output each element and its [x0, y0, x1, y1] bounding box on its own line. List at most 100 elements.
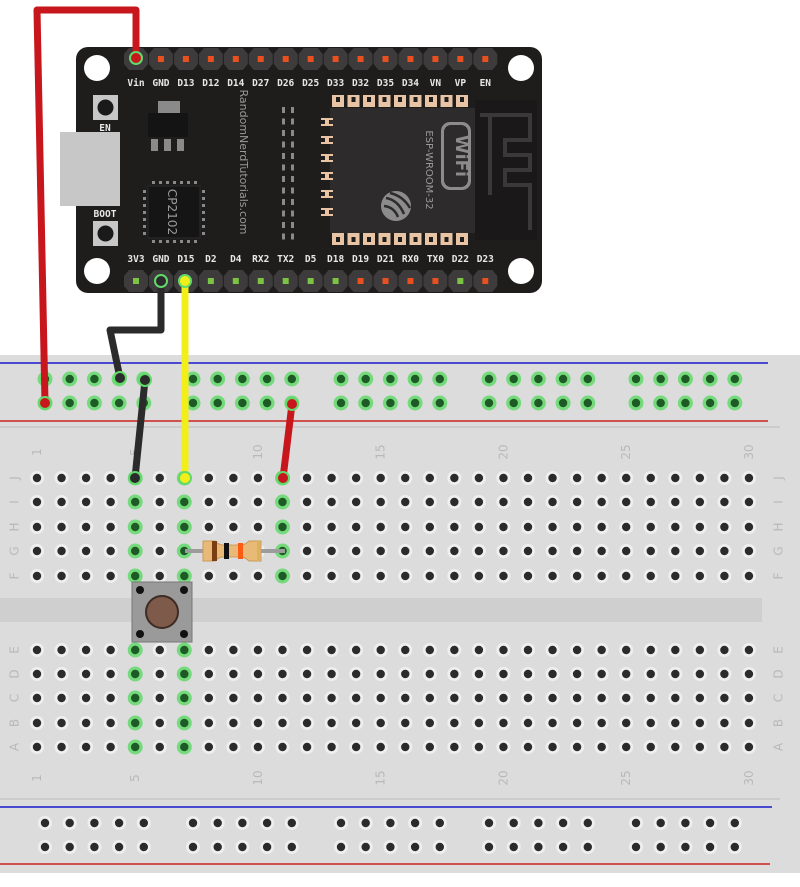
breadboard-hole[interactable] [349, 569, 364, 583]
breadboard-hole[interactable] [471, 569, 486, 583]
power-rail-hole[interactable] [407, 371, 423, 387]
breadboard-hole[interactable] [692, 643, 707, 657]
breadboard-hole[interactable] [545, 471, 560, 485]
power-rail-hole[interactable] [112, 816, 127, 830]
breadboard-hole[interactable] [30, 643, 44, 657]
breadboard-hole[interactable] [373, 544, 388, 558]
breadboard-hole[interactable] [692, 569, 707, 583]
breadboard-hole[interactable] [226, 569, 241, 583]
breadboard-hole[interactable] [373, 667, 388, 681]
pin-d35[interactable] [373, 48, 398, 70]
breadboard-hole[interactable] [521, 520, 535, 534]
breadboard-hole[interactable] [496, 691, 511, 705]
breadboard-hole[interactable] [152, 520, 167, 534]
power-rail-hole[interactable] [260, 840, 275, 854]
pin-d25[interactable] [298, 48, 323, 70]
breadboard-hole[interactable] [496, 471, 511, 485]
breadboard-hole[interactable] [300, 471, 315, 485]
breadboard-hole[interactable] [300, 740, 315, 754]
breadboard-hole[interactable] [643, 740, 658, 754]
breadboard-hole[interactable] [496, 740, 511, 754]
breadboard-hole[interactable] [717, 691, 732, 705]
breadboard-hole[interactable] [668, 495, 683, 509]
breadboard-hole[interactable] [545, 520, 560, 534]
breadboard-hole[interactable] [692, 495, 707, 509]
breadboard-hole[interactable] [422, 643, 437, 657]
breadboard-hole[interactable] [250, 716, 265, 730]
breadboard-hole[interactable] [521, 643, 535, 657]
breadboard-hole[interactable] [226, 471, 241, 485]
breadboard-hole[interactable] [471, 691, 486, 705]
breadboard-hole[interactable] [226, 740, 241, 754]
breadboard-hole[interactable] [422, 544, 437, 558]
power-rail-hole[interactable] [358, 840, 373, 854]
pin-d5[interactable] [298, 270, 323, 292]
breadboard-hole[interactable] [668, 471, 683, 485]
breadboard-hole[interactable] [103, 544, 118, 558]
power-rail-hole[interactable] [481, 371, 497, 387]
breadboard-hole[interactable] [250, 691, 265, 705]
power-rail-hole[interactable] [408, 840, 423, 854]
power-rail-hole[interactable] [284, 840, 299, 854]
breadboard-hole[interactable] [692, 471, 707, 485]
power-rail-hole[interactable] [62, 840, 77, 854]
power-rail-hole[interactable] [727, 371, 743, 387]
breadboard-hole[interactable] [619, 471, 634, 485]
breadboard-hole[interactable] [176, 666, 192, 682]
breadboard-hole[interactable] [619, 544, 634, 558]
power-rail-hole[interactable] [653, 816, 668, 830]
breadboard-hole[interactable] [54, 740, 69, 754]
breadboard-hole[interactable] [324, 667, 339, 681]
breadboard-hole[interactable] [717, 667, 732, 681]
breadboard-hole[interactable] [103, 569, 118, 583]
breadboard-hole[interactable] [127, 739, 143, 755]
power-rail-hole[interactable] [86, 371, 102, 387]
breadboard-hole[interactable] [717, 643, 732, 657]
breadboard-hole[interactable] [54, 716, 69, 730]
breadboard-hole[interactable] [127, 494, 143, 510]
breadboard-hole[interactable] [570, 544, 585, 558]
power-rail-hole[interactable] [136, 840, 151, 854]
breadboard-hole[interactable] [619, 691, 634, 705]
breadboard-hole[interactable] [152, 667, 167, 681]
breadboard-hole[interactable] [176, 690, 192, 706]
breadboard-hole[interactable] [103, 740, 118, 754]
power-rail-hole[interactable] [383, 816, 398, 830]
breadboard-hole[interactable] [373, 740, 388, 754]
breadboard-hole[interactable] [447, 740, 462, 754]
breadboard-hole[interactable] [30, 740, 44, 754]
pin-d18[interactable] [323, 270, 348, 292]
breadboard-hole[interactable] [717, 544, 732, 558]
power-rail-hole[interactable] [727, 840, 742, 854]
breadboard-hole[interactable] [275, 643, 290, 657]
breadboard-hole[interactable] [300, 569, 315, 583]
breadboard-hole[interactable] [668, 667, 683, 681]
breadboard-hole[interactable] [324, 495, 339, 509]
breadboard-hole[interactable] [545, 716, 560, 730]
breadboard-hole[interactable] [79, 716, 94, 730]
breadboard-hole[interactable] [545, 691, 560, 705]
power-rail-hole[interactable] [383, 840, 398, 854]
breadboard-hole[interactable] [176, 543, 192, 559]
breadboard-hole[interactable] [496, 643, 511, 657]
breadboard-hole[interactable] [349, 667, 364, 681]
breadboard-hole[interactable] [250, 495, 265, 509]
power-rail-hole[interactable] [87, 816, 102, 830]
pin-d33[interactable] [323, 48, 348, 70]
breadboard-hole[interactable] [54, 667, 69, 681]
breadboard-hole[interactable] [471, 495, 486, 509]
power-rail-hole[interactable] [432, 816, 447, 830]
breadboard-hole[interactable] [226, 495, 241, 509]
breadboard-hole[interactable] [471, 520, 486, 534]
pin-rx0[interactable] [398, 270, 423, 292]
breadboard-hole[interactable] [692, 716, 707, 730]
breadboard-hole[interactable] [398, 643, 413, 657]
breadboard-hole[interactable] [373, 495, 388, 509]
breadboard-hole[interactable] [373, 520, 388, 534]
breadboard-hole[interactable] [250, 667, 265, 681]
breadboard-hole[interactable] [447, 471, 462, 485]
breadboard-hole[interactable] [79, 471, 94, 485]
breadboard-hole[interactable] [30, 520, 44, 534]
breadboard-hole[interactable] [447, 667, 462, 681]
power-rail-hole[interactable] [358, 371, 374, 387]
